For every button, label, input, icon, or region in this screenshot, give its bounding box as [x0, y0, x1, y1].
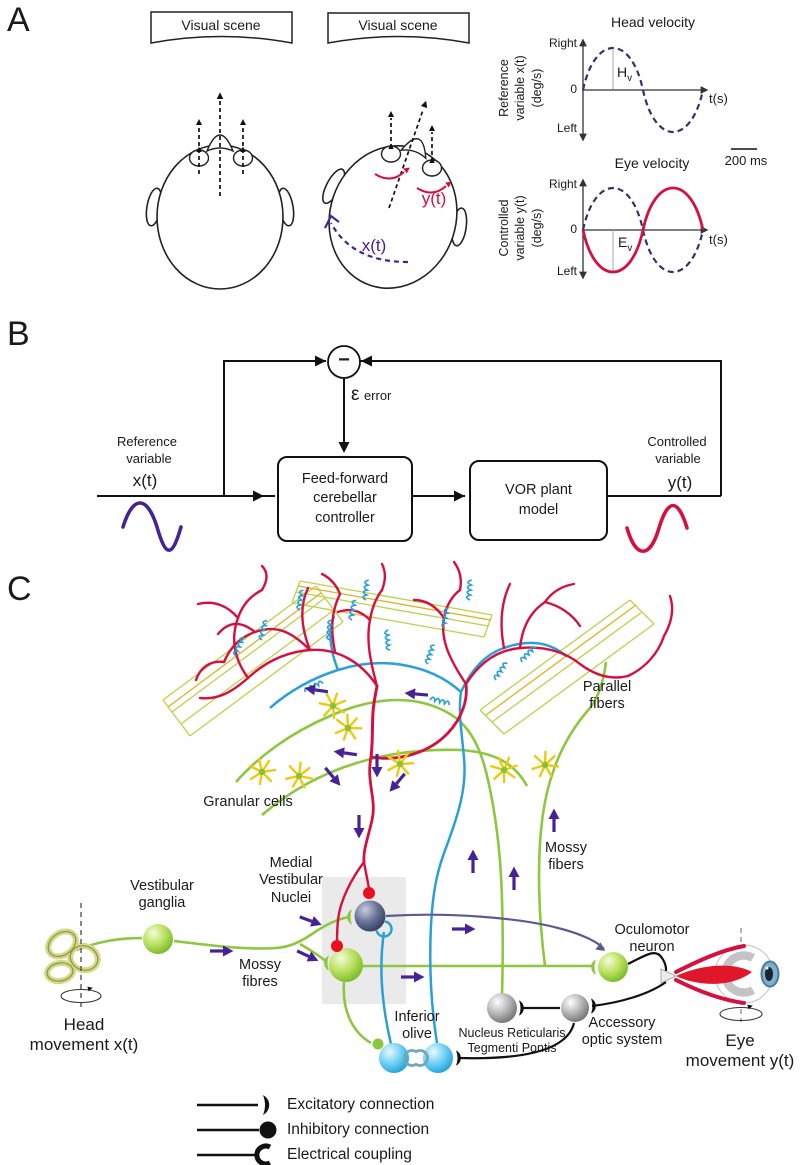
mossy-fibres-label: Mossy fibres — [239, 957, 281, 991]
panel-b-label: B — [7, 315, 30, 353]
head-rotated-gaze-arrows — [387, 99, 436, 209]
parallel-fibers-label: Parallel fibers — [582, 679, 632, 713]
excitatory-terminal-icon — [263, 1095, 270, 1115]
reference-variable-line1: Reference — [117, 434, 177, 449]
eye-amplitude-label: Ev — [618, 234, 633, 254]
synaptic-terminals — [324, 887, 596, 1067]
head-plot-tick-right: Right — [548, 36, 577, 50]
output-sine — [625, 503, 689, 553]
medial-vestibular-nuclei-label: Medial Vestibular Nuclei — [259, 855, 323, 906]
mvn-dark-soma — [354, 900, 386, 932]
block-diagram — [97, 345, 722, 497]
reference-variable-symbol: x(t) — [132, 471, 158, 490]
reference-variable-line2: variable — [126, 451, 172, 466]
accessory-optic-soma — [561, 994, 589, 1022]
inhibitory-dot-2 — [331, 940, 343, 952]
head-static-gaze-arrows — [195, 92, 247, 196]
parallel-fiber-lines — [162, 580, 655, 737]
mvn-oculomotor-pathway — [385, 913, 605, 950]
eye-plot-tick-right: Right — [548, 177, 577, 191]
plant-block: VOR plant model — [469, 460, 608, 541]
eye — [660, 944, 780, 1005]
oculomotor-neuron-label: Oculomotor neuron — [614, 922, 690, 956]
purkinje-cell — [194, 560, 674, 944]
electrical-coupling-icon — [254, 1143, 272, 1165]
head-movement-label: Head movement x(t) — [29, 1015, 139, 1055]
head-rotation-axis — [60, 903, 102, 1008]
sum-junction-sign: − — [338, 349, 350, 371]
granular-cells-label: Granular cells — [203, 794, 293, 810]
eye-signal-label: y(t) — [421, 189, 447, 208]
error-label: ε error — [351, 384, 392, 405]
vestibular-organ — [44, 928, 101, 985]
eye-rotation-arrows — [374, 165, 454, 194]
panel-c-label: C — [7, 570, 32, 608]
neuron-somata — [143, 900, 628, 1073]
panel-a-label: A — [7, 1, 30, 39]
head-plot-tick-zero: 0 — [570, 82, 577, 96]
accessory-optic-system-label: Accessory optic system — [581, 1015, 663, 1049]
controlled-variable-line2: variable — [655, 451, 701, 466]
vestibular-ganglion-soma — [143, 924, 173, 954]
head-amplitude-label: Hv — [617, 64, 633, 84]
eye-velocity-plot — [579, 179, 708, 279]
nrtp-label: Nucleus Reticularis Tegmenti Pontis — [458, 1026, 566, 1055]
visual-scene-label-right: Visual scene — [358, 17, 438, 33]
legend-inhibitory-label: Inhibitory connection — [287, 1121, 430, 1138]
head-signal-label: x(t) — [361, 236, 387, 255]
inferior-olive-label: Inferior olive — [394, 1009, 440, 1043]
mossy-fibers-label: Mossy fibers — [545, 840, 587, 874]
head-plot-xlabel: t(s) — [709, 91, 728, 106]
controlled-variable-line1: Controlled — [647, 434, 707, 449]
excitatory-dot-io — [372, 1038, 384, 1050]
eye-movement-label: Eye movement y(t) — [685, 1031, 795, 1071]
eye-plot-tick-zero: 0 — [570, 222, 577, 236]
legend-electrical-label: Electrical coupling — [287, 1146, 412, 1163]
inferior-olive-soma-right — [423, 1043, 453, 1073]
head-plot-tick-left: Left — [556, 121, 577, 135]
mvn-green-soma — [329, 948, 363, 982]
climbing-fiber-coils — [231, 578, 537, 707]
nrtp-soma — [487, 993, 517, 1023]
input-sine — [121, 501, 183, 552]
black-pathways — [458, 952, 668, 1060]
eye-plot-title: Eye velocity — [614, 155, 690, 171]
oculomotor-soma — [598, 952, 628, 982]
eye-plot-xlabel: t(s) — [709, 232, 728, 247]
head-plot-title: Head velocity — [610, 14, 696, 30]
head-top-view-rotated — [321, 99, 468, 289]
head-velocity-plot — [579, 39, 757, 150]
scale-bar-label: 200 ms — [724, 153, 768, 168]
controller-block: Feed-forward cerebellar controller — [277, 456, 413, 542]
controlled-variable-symbol: y(t) — [667, 473, 693, 492]
visual-scene-label-left: Visual scene — [181, 17, 261, 33]
visual-scene-boxes — [150, 11, 470, 44]
head-rotation-arrow — [324, 214, 409, 264]
mossy-fiber-paths — [75, 661, 608, 1045]
inhibitory-terminal-icon — [259, 1121, 277, 1139]
legend-excitatory-label: Excitatory connection — [287, 1096, 435, 1113]
inferior-olive-soma-left — [379, 1043, 409, 1073]
legend-symbols — [197, 1095, 277, 1165]
inhibitory-dot-1 — [363, 887, 375, 899]
eye-plot-tick-left: Left — [556, 264, 577, 278]
vestibular-ganglia-label: Vestibular ganglia — [130, 878, 194, 912]
